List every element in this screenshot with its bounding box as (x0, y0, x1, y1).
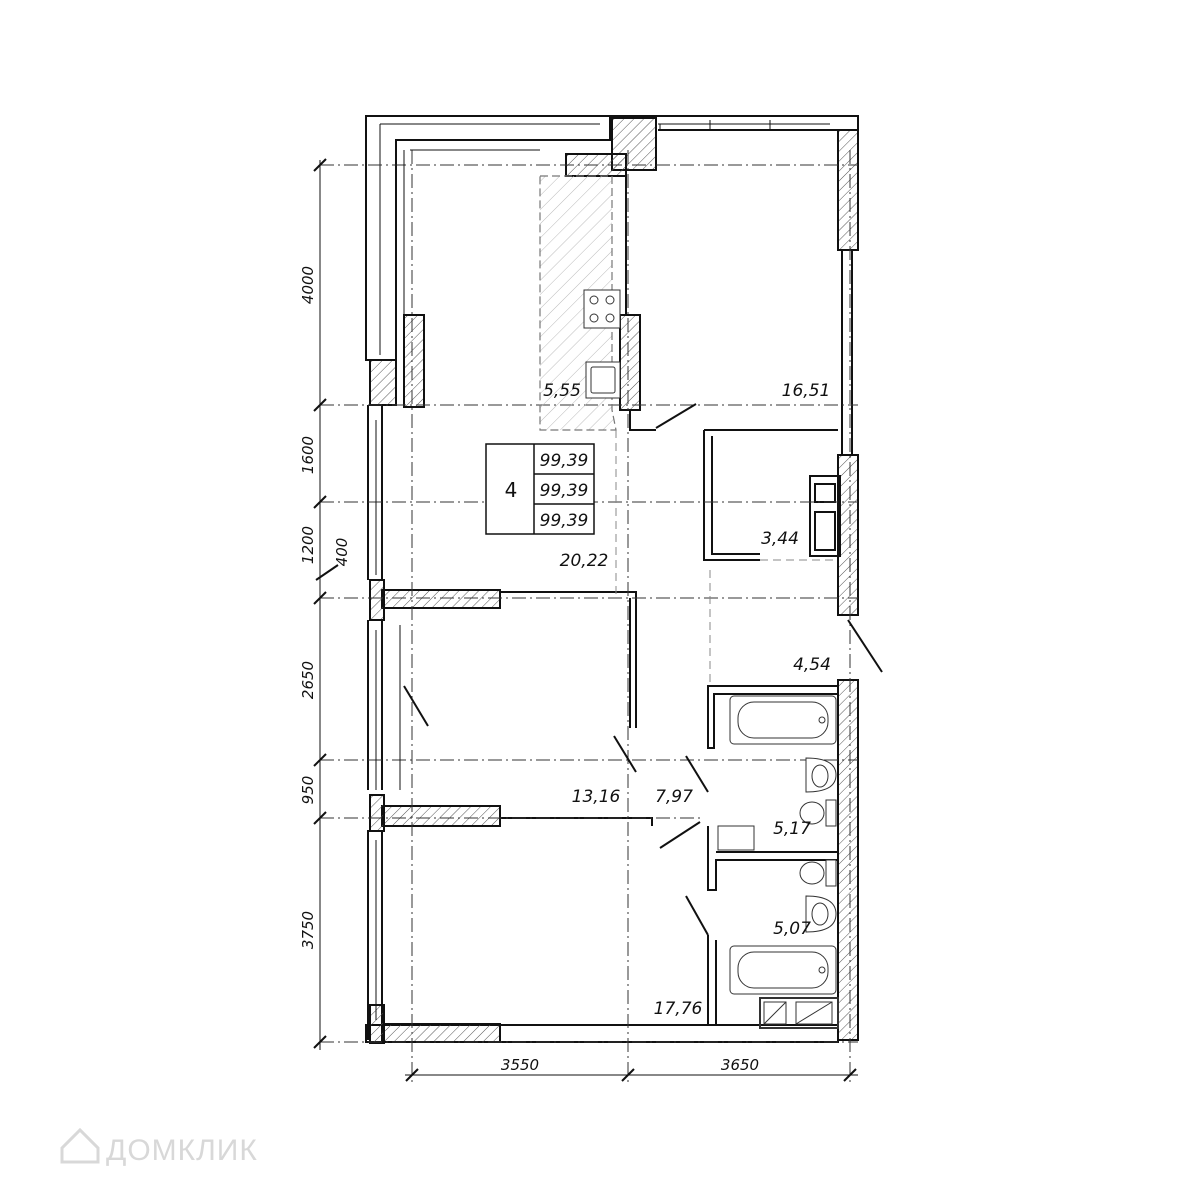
dim-1200: 1200 (299, 526, 317, 564)
house-logo-icon (60, 1127, 100, 1164)
dim-2650: 2650 (299, 661, 317, 699)
dim-4000: 4000 (299, 266, 317, 304)
area-kitchen: 5,55 (543, 381, 581, 401)
dimensions-left: 4000 1600 1200 2650 950 3750 400 (299, 266, 351, 949)
area-table: 4 99,39 99,39 99,39 (485, 443, 595, 535)
total-area: 99,39 (540, 451, 589, 471)
area-hall: 4,54 (793, 655, 831, 675)
area-living-room: 20,22 (560, 551, 609, 571)
dimensions-bottom: 3550 3650 (501, 1056, 759, 1074)
structural-columns (369, 117, 657, 1044)
sanitary-fixtures (717, 695, 839, 1029)
zone-lines (615, 430, 838, 686)
room-area-labels: 5,55 16,51 20,22 3,44 4,54 13,16 7,97 5,… (543, 381, 831, 1019)
bathtub-icon (729, 945, 837, 995)
dim-400: 400 (333, 538, 351, 567)
toilet-icon (799, 799, 837, 827)
dimension-lines (319, 160, 858, 1076)
living-area: 99,39 (540, 481, 589, 501)
area-closet: 3,44 (761, 529, 799, 549)
washbasin-icon (805, 895, 837, 933)
dim-3550: 3550 (501, 1056, 539, 1074)
area-corridor: 7,97 (655, 787, 693, 807)
area-bedroom-middle: 13,16 (572, 787, 621, 807)
area-bathroom-2: 5,07 (773, 919, 811, 939)
watermark-text: ДОМКЛИК (106, 1134, 258, 1167)
shaft-icon (759, 997, 839, 1029)
window-frames (375, 120, 771, 1020)
rooms-count: 4 (505, 478, 518, 502)
outer-walls (365, 115, 859, 1043)
toilet-icon (799, 859, 837, 887)
dim-3650: 3650 (721, 1056, 759, 1074)
area-bedroom-top-right: 16,51 (782, 381, 831, 401)
doors (403, 403, 883, 936)
area-bathroom-1: 5,17 (773, 819, 811, 839)
washbasin-icon (805, 757, 837, 793)
dim-1600: 1600 (299, 436, 317, 474)
watermark: ДОМКЛИК (60, 1127, 258, 1167)
kitchen-counter (539, 175, 621, 431)
bathtub-icon (729, 695, 837, 745)
dim-950: 950 (299, 776, 317, 805)
dimension-ticks (313, 158, 857, 1082)
net-area: 99,39 (540, 511, 589, 531)
washing-machine-icon (717, 825, 755, 851)
stove-icon (583, 289, 621, 329)
dim-3750: 3750 (299, 911, 317, 949)
area-bedroom-bottom: 17,76 (654, 999, 703, 1019)
